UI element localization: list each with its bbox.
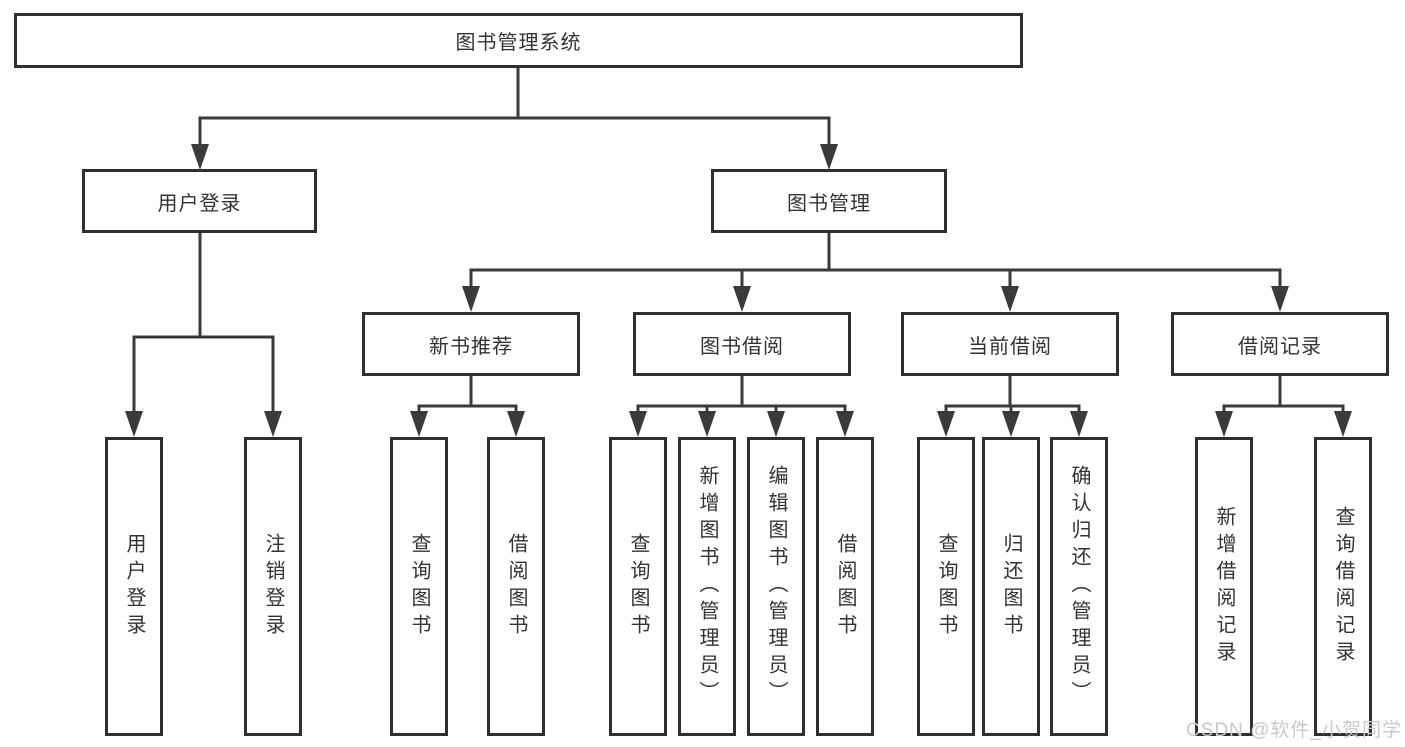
node-borrow-records: 借阅记录 <box>1171 312 1389 376</box>
leaf-user-login-label: 用户登录 <box>123 532 145 641</box>
leaf-query-books-3: 查询图书 <box>917 437 975 736</box>
leaf-borrow-books-1: 借阅图书 <box>487 437 545 736</box>
leaf-query-borrow-record: 查询借阅记录 <box>1314 437 1372 736</box>
leaf-logout-login-label: 注销登录 <box>262 532 284 641</box>
csdn-watermark: CSDN @软件_小贺同学 <box>1186 720 1402 741</box>
leaf-add-borrow-record: 新增借阅记录 <box>1195 437 1253 736</box>
leaf-borrow-books-2-label: 借阅图书 <box>834 532 856 641</box>
leaf-logout-login: 注销登录 <box>244 437 302 736</box>
leaf-query-books-1: 查询图书 <box>390 437 448 736</box>
leaf-query-books-1-label: 查询图书 <box>408 532 430 641</box>
leaf-add-book-admin-label: 新增图书（管理员） <box>696 465 718 708</box>
leaf-add-borrow-record-label: 新增借阅记录 <box>1213 505 1235 668</box>
leaf-user-login: 用户登录 <box>105 437 163 736</box>
leaf-return-books-label: 归还图书 <box>1000 532 1022 641</box>
leaf-edit-book-admin: 编辑图书（管理员） <box>747 437 805 736</box>
leaf-borrow-books-2: 借阅图书 <box>816 437 874 736</box>
leaf-return-books: 归还图书 <box>982 437 1040 736</box>
node-book-management: 图书管理 <box>711 169 947 233</box>
node-current-borrow: 当前借阅 <box>901 312 1119 376</box>
node-user-login: 用户登录 <box>82 169 317 233</box>
leaf-confirm-return-admin-label: 确认归还（管理员） <box>1068 465 1090 708</box>
leaf-edit-book-admin-label: 编辑图书（管理员） <box>765 465 787 708</box>
node-library-management-system: 图书管理系统 <box>14 13 1023 68</box>
leaf-borrow-books-1-label: 借阅图书 <box>505 532 527 641</box>
leaf-query-books-2: 查询图书 <box>609 437 667 736</box>
node-new-book-recommend: 新书推荐 <box>362 312 580 376</box>
leaf-query-books-2-label: 查询图书 <box>627 532 649 641</box>
leaf-confirm-return-admin: 确认归还（管理员） <box>1050 437 1108 736</box>
leaf-query-borrow-record-label: 查询借阅记录 <box>1332 505 1354 668</box>
leaf-add-book-admin: 新增图书（管理员） <box>678 437 736 736</box>
leaf-query-books-3-label: 查询图书 <box>935 532 957 641</box>
node-book-borrow: 图书借阅 <box>633 312 851 376</box>
